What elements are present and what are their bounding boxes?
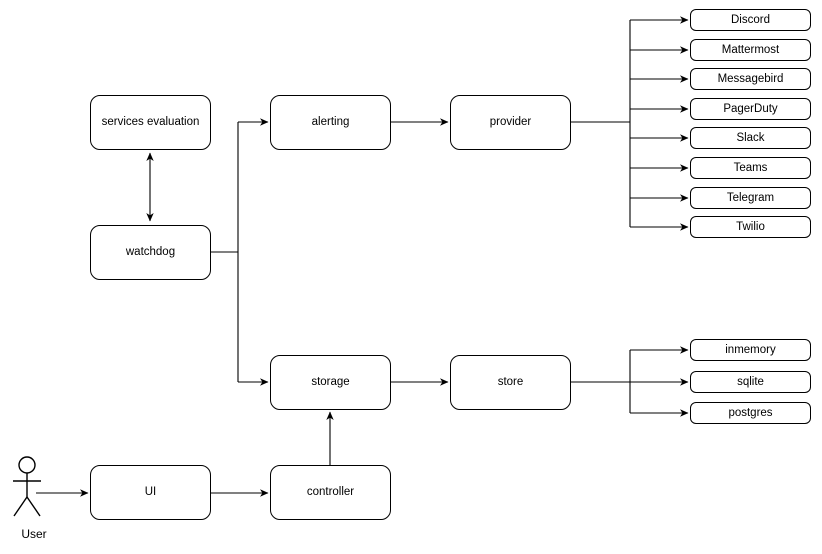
node-provider-twilio[interactable]: Twilio — [690, 216, 811, 238]
node-controller-label: controller — [306, 486, 355, 499]
node-alerting-label: alerting — [311, 116, 350, 129]
actor-leg-right — [26, 496, 41, 517]
node-alerting[interactable]: alerting — [270, 95, 391, 150]
node-watchdog[interactable]: watchdog — [90, 225, 211, 280]
node-provider-slack-label: Slack — [736, 131, 765, 144]
node-provider-teams[interactable]: Teams — [690, 157, 811, 179]
node-services-evaluation[interactable]: services evaluation — [90, 95, 211, 150]
node-store-postgres-label: postgres — [728, 406, 773, 419]
node-store-inmemory[interactable]: inmemory — [690, 339, 811, 361]
actor-leg-left — [13, 496, 28, 517]
node-provider[interactable]: provider — [450, 95, 571, 150]
node-store-postgres[interactable]: postgres — [690, 402, 811, 424]
node-provider-mattermost[interactable]: Mattermost — [690, 39, 811, 61]
user-actor-icon — [13, 456, 41, 517]
node-store-label: store — [497, 376, 524, 389]
actor-head — [18, 456, 36, 474]
node-provider-slack[interactable]: Slack — [690, 127, 811, 149]
node-store-sqlite-label: sqlite — [737, 375, 764, 388]
node-storage-label: storage — [311, 376, 350, 389]
user-actor-label: User — [21, 527, 47, 541]
node-services-evaluation-label: services evaluation — [101, 116, 200, 129]
node-provider-pagerduty-label: PagerDuty — [723, 102, 778, 115]
node-provider-label: provider — [489, 116, 532, 129]
node-provider-teams-label: Teams — [733, 161, 768, 174]
node-provider-discord-label: Discord — [731, 13, 770, 26]
node-provider-telegram-label: Telegram — [726, 191, 775, 204]
node-store[interactable]: store — [450, 355, 571, 410]
node-provider-discord[interactable]: Discord — [690, 9, 811, 31]
node-provider-messagebird[interactable]: Messagebird — [690, 68, 811, 90]
node-provider-telegram[interactable]: Telegram — [690, 187, 811, 209]
node-provider-mattermost-label: Mattermost — [721, 43, 780, 56]
node-ui[interactable]: UI — [90, 465, 211, 520]
node-store-inmemory-label: inmemory — [725, 343, 776, 356]
node-store-sqlite[interactable]: sqlite — [690, 371, 811, 393]
node-provider-messagebird-label: Messagebird — [717, 72, 784, 85]
node-storage[interactable]: storage — [270, 355, 391, 410]
node-provider-pagerduty[interactable]: PagerDuty — [690, 98, 811, 120]
node-controller[interactable]: controller — [270, 465, 391, 520]
node-watchdog-label: watchdog — [125, 246, 176, 259]
node-ui-label: UI — [144, 486, 157, 499]
node-provider-twilio-label: Twilio — [736, 220, 765, 233]
